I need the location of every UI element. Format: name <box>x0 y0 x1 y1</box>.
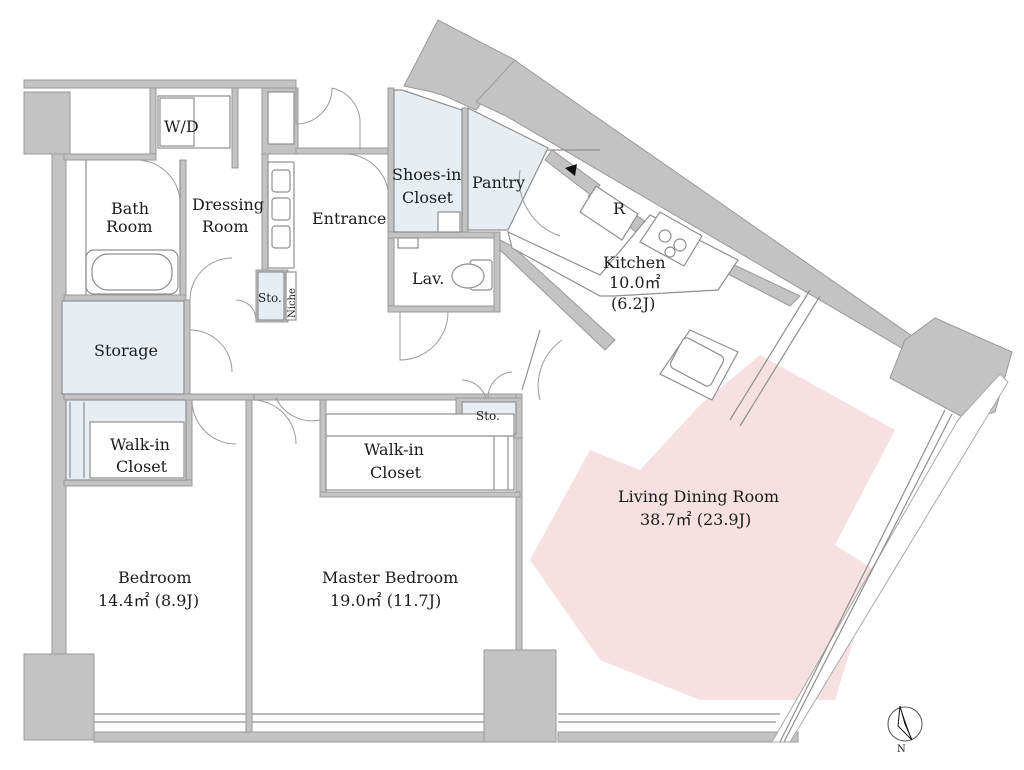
label-entrance: Entrance <box>312 209 386 228</box>
compass-label: N <box>897 744 906 755</box>
label-walkin1-2: Closet <box>116 457 168 476</box>
label-master-name: Master Bedroom <box>322 568 458 587</box>
label-bedroom-area: 14.4㎡ (8.9J) <box>98 591 199 610</box>
label-sto-small: Sto. <box>258 291 282 305</box>
entry-arrow-icon <box>565 164 577 176</box>
label-walkin2-2: Closet <box>370 463 422 482</box>
label-living-area: 38.7㎡ (23.9J) <box>640 510 751 529</box>
label-kitchen-area: 10.0㎡ <box>609 273 661 292</box>
living-highlight <box>530 355 895 700</box>
fridge <box>579 185 639 241</box>
label-bedroom-name: Bedroom <box>118 568 192 587</box>
compass-icon: N <box>887 705 923 755</box>
label-kitchen-jo: (6.2J) <box>611 294 655 313</box>
label-shoes-2: Closet <box>402 188 454 207</box>
label-niche: Niche <box>287 288 298 318</box>
label-pantry: Pantry <box>472 173 525 192</box>
outer-walls <box>23 19 1013 743</box>
label-shoes-1: Shoes-in <box>392 165 461 184</box>
shoes-closet <box>393 89 463 233</box>
label-wd: W/D <box>164 117 199 136</box>
label-dressing-2: Room <box>202 217 248 236</box>
label-sto-hall: Sto. <box>476 409 500 423</box>
label-storage: Storage <box>94 341 158 360</box>
walkin-closet-2 <box>325 413 515 491</box>
label-kitchen-name: Kitchen <box>603 253 666 272</box>
label-bath-1: Bath <box>111 199 149 218</box>
storage-room <box>61 300 185 395</box>
label-master-area: 19.0㎡ (11.7J) <box>330 591 441 610</box>
pantry <box>467 107 549 231</box>
doors <box>135 87 563 445</box>
label-bath-2: Room <box>106 217 152 236</box>
label-lav: Lav. <box>412 269 444 288</box>
label-walkin2-1: Walk-in <box>364 440 424 459</box>
label-living-name: Living Dining Room <box>618 487 779 506</box>
label-fridge: R <box>613 199 626 218</box>
label-dressing-1: Dressing <box>192 195 264 214</box>
label-walkin1-1: Walk-in <box>110 435 170 454</box>
bottom-window <box>94 713 780 723</box>
